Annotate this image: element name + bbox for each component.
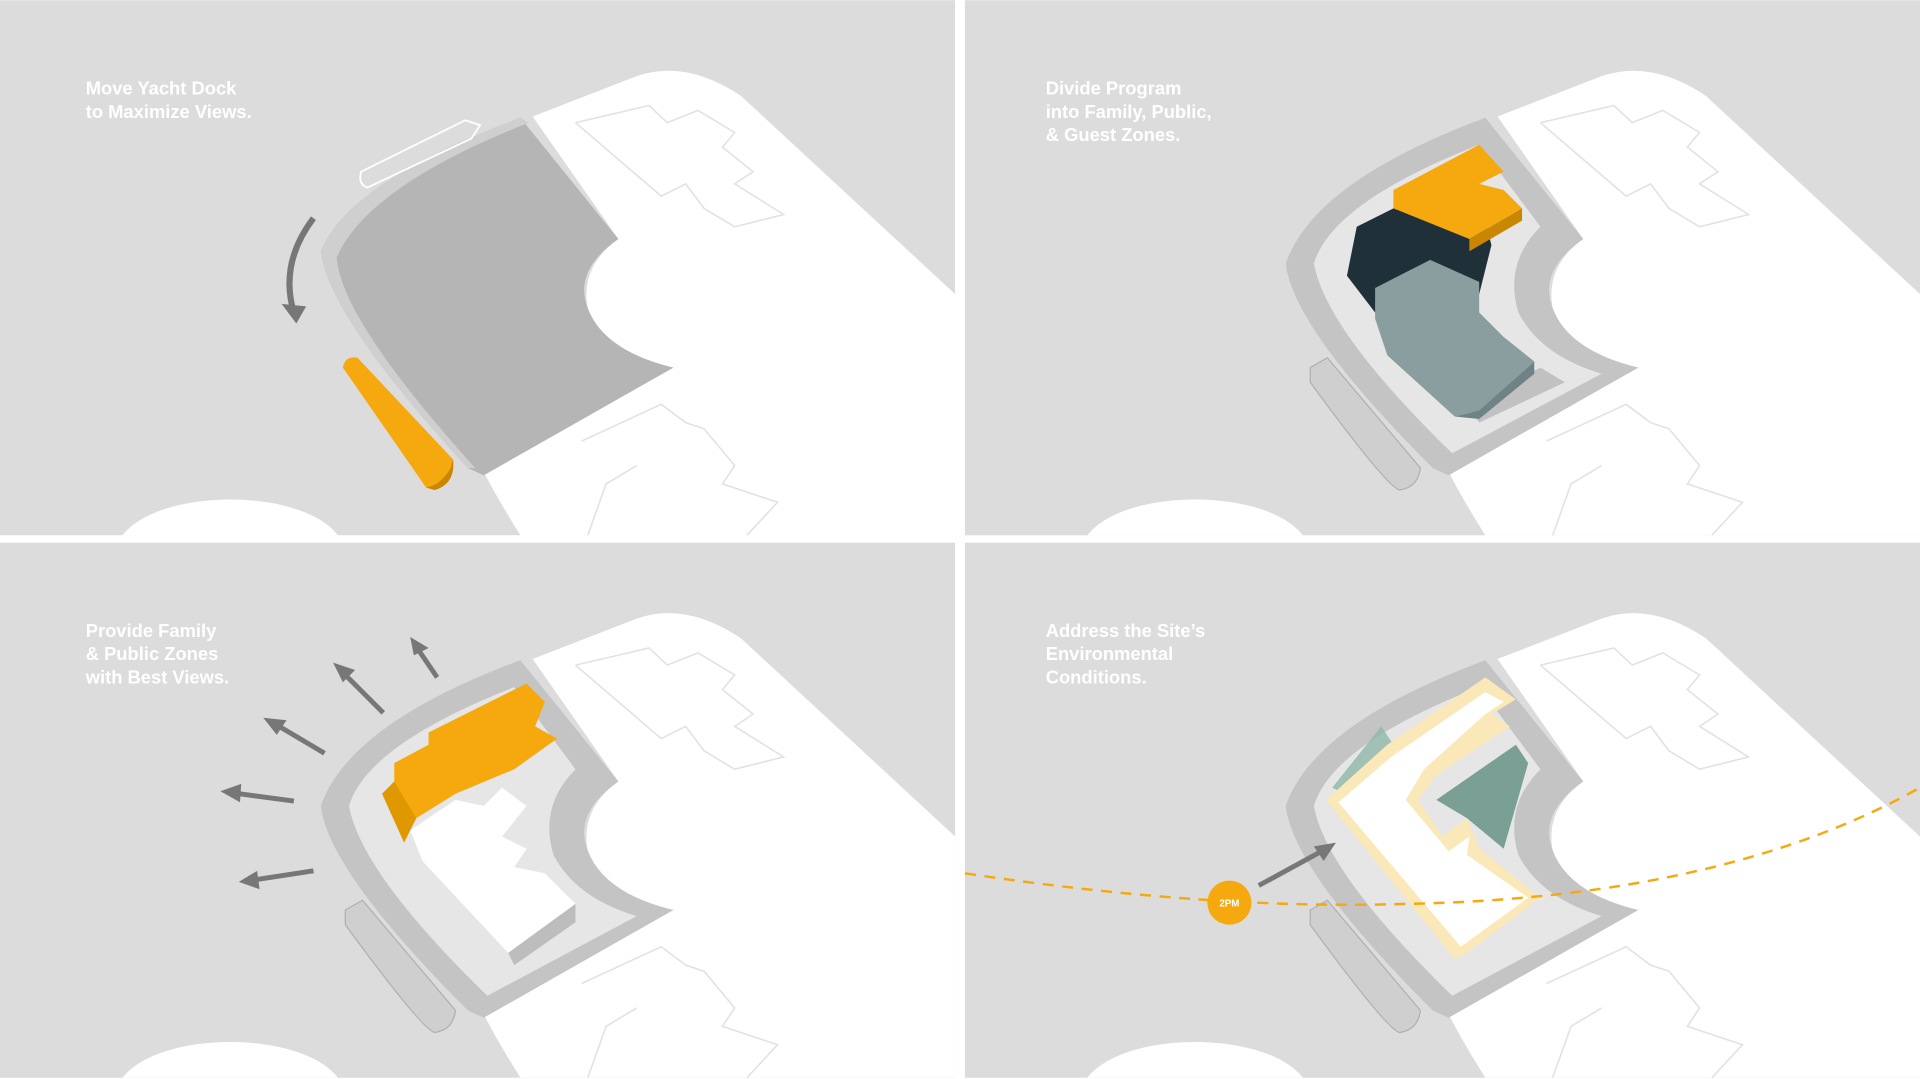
arrow-icon: [238, 868, 314, 890]
guest-zone: [1375, 259, 1535, 417]
arrow-icon: [410, 636, 440, 679]
family-zone: [1393, 144, 1523, 239]
arrow-icon: [263, 717, 326, 756]
guest-zone: [410, 787, 576, 953]
curved-arrow-icon: [286, 216, 316, 314]
view-arrows: [220, 636, 440, 890]
sun-badge: [1207, 880, 1252, 925]
yacht-icon: [342, 357, 454, 491]
arrow-icon: [333, 662, 385, 715]
family-public-zone: [394, 683, 558, 819]
sun-time-label: 2PM: [1219, 898, 1239, 909]
old-yacht-outline: [359, 119, 482, 189]
sun-path: [964, 786, 1920, 906]
arrow-icon: [220, 783, 295, 804]
building-roof: [1338, 692, 1529, 947]
sun-arrow-icon: [1257, 846, 1328, 888]
